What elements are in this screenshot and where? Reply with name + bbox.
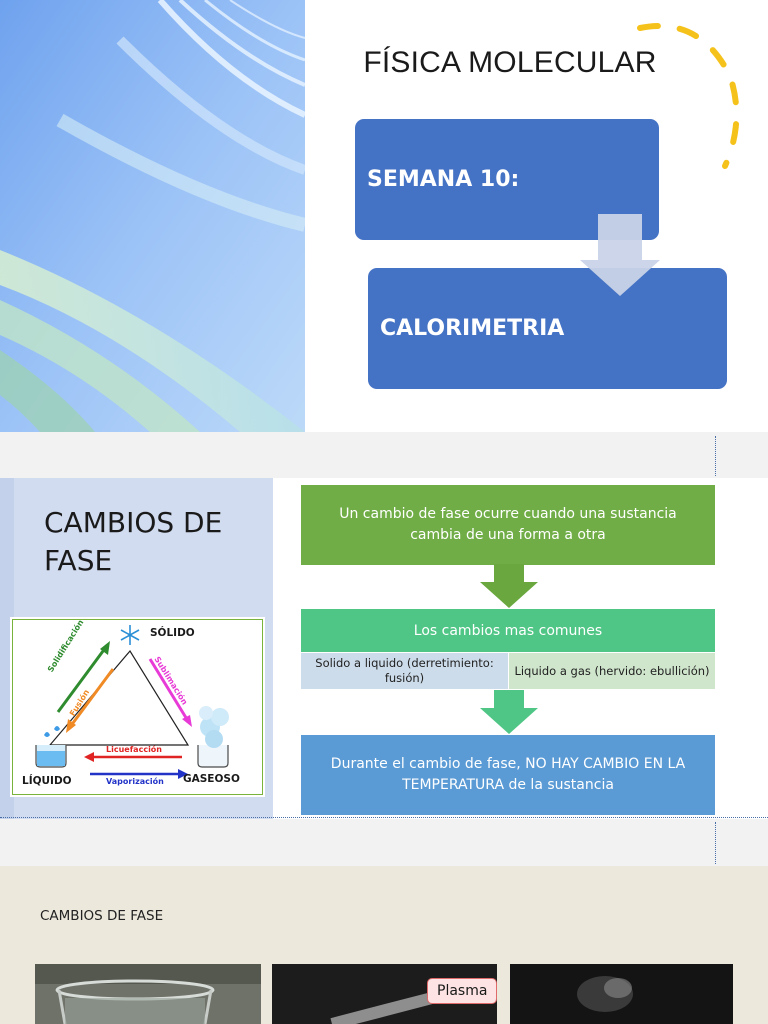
liquid-to-gas-text: Liquido a gas (hervido: ebullición) — [514, 663, 710, 678]
common-changes-text: Los cambios mas comunes — [413, 622, 603, 639]
slide-cambios-de-fase-videos[interactable]: CAMBIOS DE FASE Plasma — [0, 866, 768, 1024]
label-licuefaccion: Licuefacción — [106, 745, 162, 754]
steam-pot-icon — [197, 706, 229, 768]
definition-box: Un cambio de fase ocurre cuando una sust… — [301, 485, 715, 565]
slide-cambios-de-fase[interactable]: CAMBIOS DE FASE — [0, 478, 768, 819]
decorative-dashed-arc — [637, 23, 740, 169]
slide-fisica-molecular[interactable]: FÍSICA MOLECULAR SEMANA 10: CALORIMETRIA — [0, 0, 768, 432]
semana-label: SEMANA 10: — [367, 167, 520, 192]
temperature-text: Durante el cambio de fase, NO HAY CAMBIO… — [330, 756, 686, 793]
abstract-photo — [0, 0, 305, 432]
solid-to-liquid-text: Solido a liquido (derretimiento: fusión) — [315, 656, 494, 685]
phase-change-diagram: SÓLIDO LÍQUIDO GASEOSO Solidificación Fu… — [10, 617, 265, 797]
slide-title: CAMBIOS DE FASE — [44, 506, 223, 577]
diagram-frame — [12, 619, 263, 795]
liquid-to-gas-cell: Liquido a gas (hervido: ebullición) — [509, 653, 715, 689]
thumbnail-glass-water[interactable] — [35, 964, 261, 1024]
label-gaseoso: GASEOSO — [183, 773, 240, 785]
guide-line — [715, 436, 716, 476]
common-changes-box: Los cambios mas comunes — [301, 609, 715, 652]
label-liquido: LÍQUIDO — [22, 775, 72, 787]
thumbnail-plasma[interactable]: Plasma — [272, 964, 497, 1024]
solid-to-liquid-cell: Solido a liquido (derretimiento: fusión) — [301, 653, 508, 689]
label-solido: SÓLIDO — [150, 627, 195, 639]
down-arrow-icon — [480, 690, 538, 734]
guide-line — [0, 817, 768, 818]
temperature-box: Durante el cambio de fase, NO HAY CAMBIO… — [301, 735, 715, 815]
definition-text: Un cambio de fase ocurre cuando una sust… — [339, 506, 677, 543]
plasma-label: Plasma — [427, 978, 497, 1004]
down-arrow-icon — [480, 564, 538, 608]
snowflake-icon — [120, 625, 140, 645]
thumbnail-smoke[interactable] — [510, 964, 733, 1024]
slide-title: FÍSICA MOLECULAR — [363, 46, 657, 79]
label-vaporizacion: Vaporización — [106, 777, 164, 786]
calorimetria-box: CALORIMETRIA — [368, 268, 727, 389]
calorimetria-label: CALORIMETRIA — [380, 316, 565, 341]
down-arrow-icon — [580, 214, 660, 296]
water-pot-icon — [35, 726, 67, 768]
guide-line — [715, 822, 716, 864]
slide-title: CAMBIOS DE FASE — [40, 908, 164, 924]
